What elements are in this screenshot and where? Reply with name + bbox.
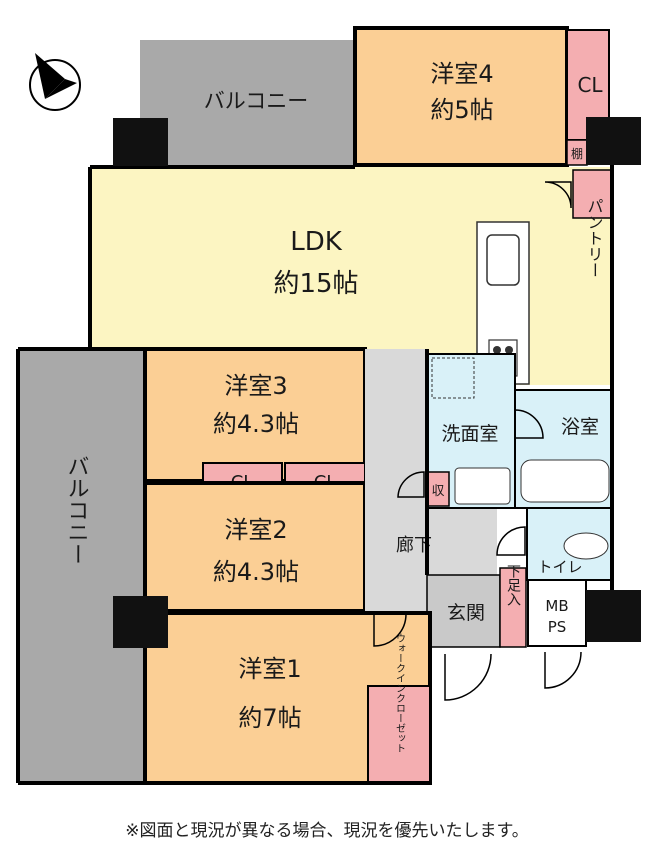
bedroom-4-name: 洋室4 (430, 60, 493, 88)
corridor (365, 349, 427, 611)
mbps-line2: PS (548, 618, 567, 636)
balcony-left (18, 350, 143, 782)
ldk-size: 約15帖 (273, 269, 358, 299)
bathtub (520, 459, 610, 503)
closet-4-label: CL (577, 73, 603, 97)
entrance-label: 玄関 (447, 602, 485, 624)
balcony-top (140, 40, 355, 165)
corridor-lower (427, 499, 497, 575)
balcony-top-label: バルコニー (204, 89, 309, 113)
bedroom-2 (143, 481, 367, 613)
doors (373, 181, 582, 701)
disclaimer-note: ※図面と現況が異なる場合、現況を優先いたします。 (125, 821, 529, 841)
bedroom-2-size: 約4.3帖 (213, 558, 299, 586)
north-arrow-icon (29, 53, 81, 111)
bedroom-4-size: 約5帖 (430, 96, 493, 124)
bedroom-3-size: 約4.3帖 (213, 410, 299, 438)
toilet-label: トイレ (537, 558, 582, 576)
wash-basin (454, 467, 511, 505)
shelf-label: 棚 (571, 146, 583, 161)
shoe-storage-label: 下足入 (505, 564, 521, 606)
corridor-label: 廊下 (396, 535, 432, 556)
shoe-storage (499, 567, 527, 648)
washroom-label: 洗面室 (441, 423, 498, 445)
toilet-bowl (563, 532, 609, 560)
pillars (113, 117, 641, 648)
washroom-hatch (431, 357, 475, 399)
walkin-closet (367, 685, 431, 783)
bedroom-1-name: 洋室1 (238, 655, 301, 683)
mbps (527, 579, 587, 647)
bedroom-4 (353, 26, 569, 167)
mbps-line1: MB (545, 597, 568, 615)
walkin-closet-label: ウォークインクローゼット (394, 633, 406, 753)
bedroom-1-size: 約7帖 (238, 704, 301, 732)
bedroom-3 (143, 347, 367, 483)
balcony-left-label: バルコニー (64, 455, 89, 565)
ldk-name: LDK (290, 227, 343, 257)
bedroom-2-name: 洋室2 (224, 516, 287, 544)
pantry-storage (572, 169, 613, 219)
ldk-room (90, 167, 612, 349)
small-storage-label: 収 (431, 484, 444, 499)
bedroom-3-name: 洋室3 (224, 372, 287, 400)
bath-label: 浴室 (561, 416, 599, 438)
kitchen-sink (486, 234, 520, 286)
walls (16, 165, 614, 785)
pantry-label: パントリー (585, 198, 604, 278)
